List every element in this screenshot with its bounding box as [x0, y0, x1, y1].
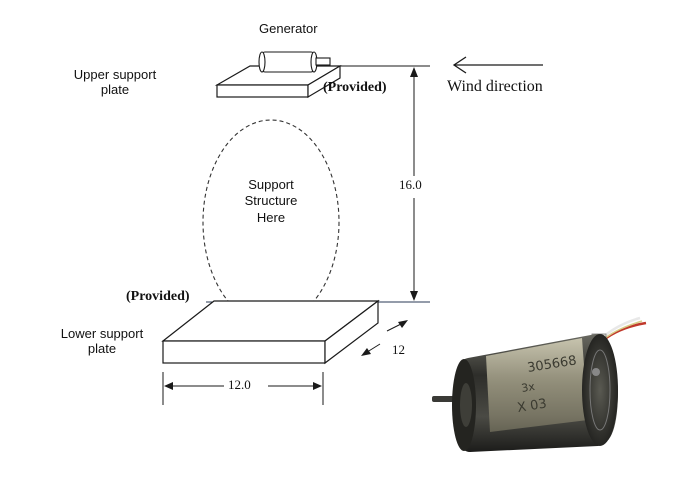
height-dimension	[410, 67, 418, 301]
depth-dimension	[361, 320, 408, 356]
wind-arrow-icon	[452, 56, 543, 74]
generator-icon	[258, 51, 331, 73]
upper-plate-label-line1: Upper support	[73, 67, 157, 82]
support-label-line3: Here	[256, 209, 286, 225]
width-dimension	[162, 372, 324, 405]
width-dimension-label: 12.0	[228, 377, 251, 392]
generator-label: Generator	[259, 21, 318, 36]
svg-text:X 03: X 03	[516, 397, 548, 416]
lower-plate-label-line1: Lower support	[60, 326, 144, 341]
upper-plate-label: Upper support plate	[50, 67, 180, 98]
support-structure-label: Support Structure Here	[224, 177, 318, 226]
lower-plate-label: Lower support plate	[37, 326, 167, 357]
provided-upper-label: (Provided)	[323, 80, 387, 95]
lower-plate-label-line2: plate	[87, 340, 117, 356]
support-label-line2: Structure	[244, 193, 298, 209]
svg-text:3x: 3x	[520, 380, 536, 395]
dc-motor-photo: 305668 3x X 03	[432, 316, 647, 452]
support-label-line1: Support	[248, 177, 294, 192]
wind-direction-label: Wind direction	[447, 78, 543, 95]
lower-support-plate	[161, 299, 380, 365]
height-dimension-label: 16.0	[399, 177, 422, 192]
depth-dimension-label: 12	[392, 342, 405, 357]
upper-plate-label-line2: plate	[100, 81, 130, 97]
provided-lower-label: (Provided)	[126, 289, 190, 304]
